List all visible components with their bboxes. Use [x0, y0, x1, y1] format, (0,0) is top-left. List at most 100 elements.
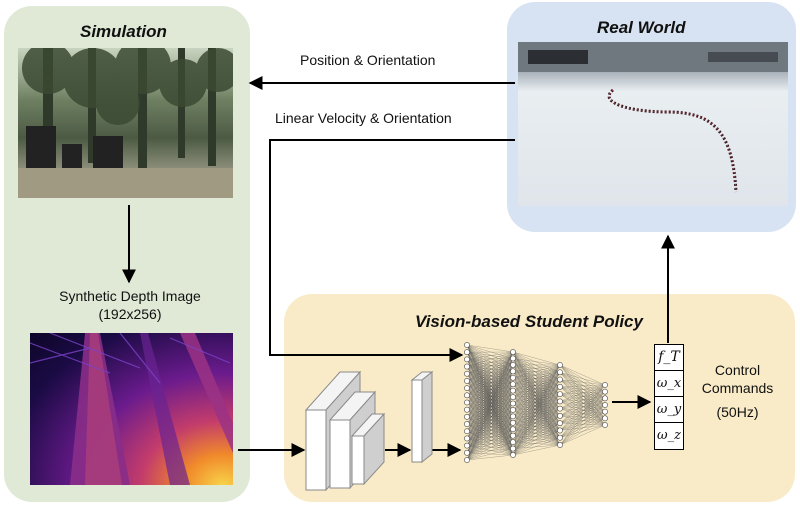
- mlp-edge: [512, 386, 561, 443]
- mlp-edge: [512, 371, 561, 380]
- mlp-edge: [559, 404, 606, 431]
- mlp-edge: [466, 377, 514, 453]
- mlp-edge: [512, 409, 561, 424]
- mlp-edge: [512, 358, 561, 409]
- mlp-edge: [466, 402, 514, 456]
- mlp-neuron: [464, 449, 470, 456]
- mlp-edge: [466, 377, 514, 410]
- mlp-edge: [466, 390, 514, 432]
- mlp-edge: [512, 430, 561, 449]
- mlp-edge: [512, 351, 561, 409]
- mlp-edge: [466, 416, 514, 461]
- mlp-edge: [559, 404, 606, 417]
- mlp-edge: [466, 371, 514, 417]
- mlp-edge: [466, 390, 514, 417]
- mlp-edge: [512, 416, 561, 424]
- mlp-edge: [512, 401, 561, 423]
- mlp-edge: [512, 408, 561, 430]
- mlp-edge: [466, 371, 514, 410]
- mlp-edge: [466, 371, 514, 432]
- mlp-edge: [512, 401, 561, 411]
- mlp-edge: [559, 364, 606, 412]
- mlp-edge: [512, 364, 561, 372]
- mlp-edge: [466, 377, 514, 439]
- mlp-edge: [512, 386, 561, 391]
- mlp-edge: [559, 401, 606, 406]
- mlp-edge: [512, 377, 561, 417]
- mlp-edge: [559, 393, 606, 419]
- mlp-neuron: [464, 356, 470, 363]
- mlp-edge: [512, 437, 561, 456]
- mlp-edge: [466, 384, 514, 432]
- mlp-edge: [559, 379, 606, 419]
- mlp-neuron: [510, 407, 516, 413]
- mlp-edge: [466, 409, 514, 456]
- mlp-edge: [466, 351, 514, 432]
- mlp-edge: [559, 364, 606, 399]
- mlp-edge: [512, 393, 561, 423]
- mlp-edge: [512, 371, 561, 373]
- mlp-edge: [512, 364, 561, 430]
- mlp-edge: [559, 386, 606, 419]
- mlp-edge: [466, 409, 514, 417]
- mlp-neuron: [464, 378, 470, 384]
- mlp-edge: [466, 422, 514, 461]
- mlp-neuron: [510, 361, 516, 368]
- mlp-edge: [512, 415, 561, 436]
- mlp-edge: [466, 377, 514, 403]
- mlp-neuron: [510, 381, 516, 388]
- mlp-edge: [466, 364, 514, 446]
- mlp-edge: [559, 411, 606, 424]
- mlp-edge: [559, 418, 606, 424]
- mlp-edge: [466, 384, 514, 425]
- mlp-edge: [512, 408, 561, 443]
- mlp-edge: [512, 371, 561, 387]
- mlp-edge: [466, 384, 514, 410]
- mlp-neuron: [602, 415, 608, 422]
- position-orientation-label: Position & Orientation: [300, 52, 436, 68]
- mlp-edge: [512, 444, 561, 456]
- mlp-edge: [512, 358, 561, 380]
- mlp-edge: [466, 358, 514, 417]
- mlp-edge: [559, 393, 606, 406]
- mlp-edge: [466, 358, 514, 367]
- mlp-edge: [512, 358, 561, 366]
- output-f-t: f_T: [655, 345, 683, 371]
- mlp-edge: [512, 371, 561, 402]
- mlp-edge: [466, 422, 514, 453]
- mlp-edge: [512, 409, 561, 446]
- mlp-edge: [466, 403, 514, 461]
- mlp-edge: [512, 415, 561, 423]
- mlp-edge: [466, 403, 514, 425]
- mlp-edge: [466, 448, 514, 453]
- mlp-edge: [466, 358, 514, 382]
- simulation-title: Simulation: [80, 22, 167, 41]
- mlp-edge: [512, 379, 561, 430]
- mlp-edge: [559, 386, 606, 392]
- mlp-edge: [559, 424, 606, 431]
- mlp-edge: [512, 394, 561, 456]
- mlp-edge: [512, 423, 561, 443]
- mlp-edge: [466, 358, 514, 374]
- mlp-edge: [466, 351, 514, 439]
- mlp-neuron: [510, 432, 516, 439]
- mlp-edge: [466, 396, 514, 417]
- mlp-edge: [512, 386, 561, 456]
- mlp-edge: [559, 391, 606, 438]
- cnn-layers: [304, 370, 434, 492]
- mlp-edge: [512, 390, 561, 402]
- mlp-edge: [512, 364, 561, 402]
- mlp-edge: [466, 351, 514, 425]
- mlp-neuron: [510, 387, 516, 394]
- mlp-edge: [466, 396, 514, 432]
- control-label-line2: Commands: [701, 380, 774, 396]
- mlp-neuron: [464, 428, 470, 435]
- mlp-edge: [512, 386, 561, 404]
- mlp-neuron: [557, 391, 563, 397]
- mlp-edge: [559, 393, 606, 426]
- mlp-edge: [559, 372, 606, 386]
- mlp-edge: [512, 351, 561, 387]
- mlp-edge: [466, 364, 514, 453]
- mlp-edge: [512, 396, 561, 417]
- mlp-edge: [512, 372, 561, 430]
